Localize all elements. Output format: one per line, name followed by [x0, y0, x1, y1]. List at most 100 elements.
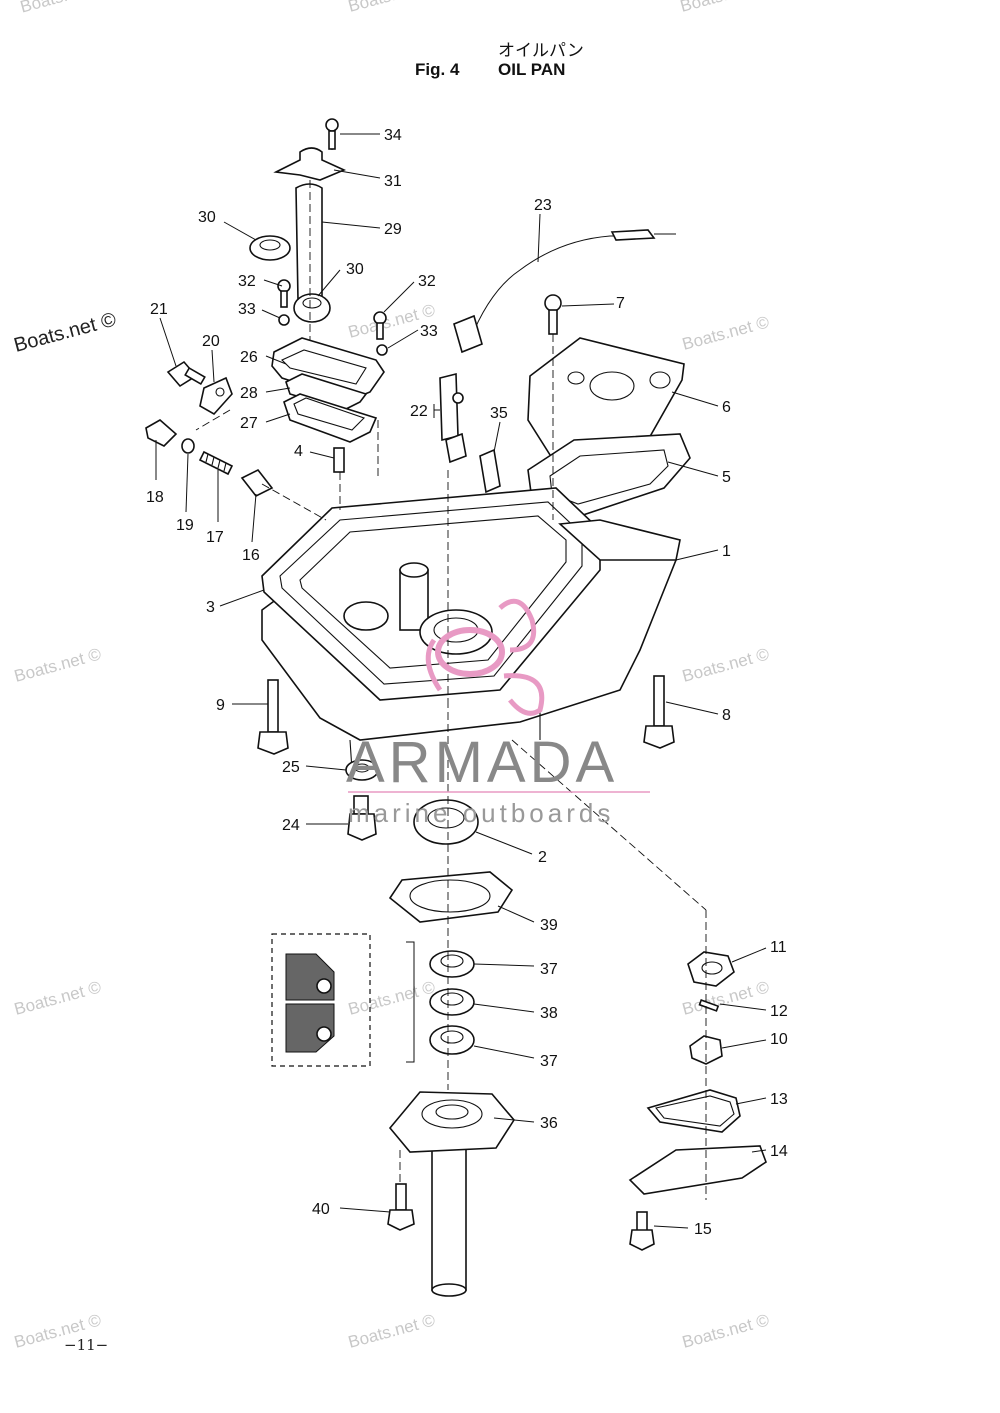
callout-15: 15 — [694, 1221, 712, 1238]
housing-36-tube — [431, 1139, 467, 1291]
oil-pan-pipe — [399, 569, 429, 631]
oil-pan-group — [261, 487, 681, 771]
callout-19: 19 — [176, 517, 194, 534]
plug-18 — [145, 419, 178, 447]
callout-12: 12 — [770, 1003, 788, 1020]
callout-9: 9 — [216, 697, 225, 714]
callout-26: 26 — [240, 349, 258, 366]
callout-35: 35 — [490, 405, 508, 422]
watermark-text: Boats.net © — [12, 644, 103, 686]
gasket-27 — [283, 393, 378, 443]
breather-hose-29 — [295, 183, 323, 304]
watermark-text: Boats.net © — [680, 1310, 771, 1352]
callout-30-lower: 30 — [346, 261, 364, 278]
callout-16: 16 — [242, 547, 260, 564]
armada-logo-text: ARMADA — [346, 730, 618, 795]
washer-33-left — [278, 314, 290, 326]
callout-33-left: 33 — [238, 301, 256, 318]
bolt-40-head — [387, 1209, 415, 1231]
oil-seal-37-lower — [429, 1025, 475, 1055]
clip-35 — [479, 448, 501, 494]
assembly-centerlines — [195, 180, 707, 1200]
callout-32-right: 32 — [418, 273, 436, 290]
leader-lines — [155, 133, 767, 1229]
callout-11: 11 — [770, 939, 787, 956]
callout-28: 28 — [240, 385, 258, 402]
callout-5: 5 — [722, 469, 731, 486]
gasket-39 — [388, 871, 514, 923]
watermark-text: Boats.net © — [680, 312, 771, 354]
pin-4 — [333, 447, 345, 473]
pump-rotor-11 — [687, 951, 735, 987]
drain-plug-24 — [347, 813, 377, 841]
armada-logo-mark — [435, 627, 505, 677]
callout-20: 20 — [202, 333, 220, 350]
page-number: −11− — [64, 1336, 109, 1354]
grommet-30-upper — [249, 235, 291, 261]
bolt-8-head — [643, 725, 675, 749]
callout-8: 8 — [722, 707, 731, 724]
callout-25: 25 — [282, 759, 300, 776]
watermark-text: Boats.net © — [18, 0, 109, 17]
oil-pan-boss — [343, 601, 389, 631]
armada-logo: ARMADA marine outboards — [346, 598, 650, 828]
oil-sensor — [445, 432, 467, 464]
pump-cover-14 — [628, 1145, 767, 1195]
callout-21: 21 — [150, 301, 168, 318]
pin-12 — [698, 999, 720, 1012]
callout-31: 31 — [384, 173, 402, 190]
bolt-15-shank — [636, 1211, 648, 1233]
valve-16 — [240, 468, 274, 498]
callout-1: 1 — [722, 543, 731, 560]
detail-inset-box — [271, 933, 371, 1067]
ring-38 — [429, 988, 475, 1016]
screw-34-shank — [328, 130, 336, 150]
bolt-40-shank — [395, 1183, 407, 1211]
watermark-text: Boats.net © — [680, 977, 771, 1019]
o-ring-19 — [181, 438, 195, 454]
callout-32-left: 32 — [238, 273, 256, 290]
callout-37-lower: 37 — [540, 1053, 558, 1070]
plate-28 — [285, 373, 368, 411]
callout-29: 29 — [384, 221, 402, 238]
cover-plate-group — [527, 294, 691, 519]
callout-34: 34 — [384, 127, 402, 144]
callout-17: 17 — [206, 529, 224, 546]
figure-title: OIL PAN — [498, 60, 566, 79]
figure-label: Fig. 4 — [415, 60, 460, 79]
callout-36: 36 — [540, 1115, 558, 1132]
o-ring-13 — [646, 1089, 741, 1133]
breather-hose-group — [249, 118, 388, 356]
cover-plate-6 — [527, 337, 685, 459]
callout-24: 24 — [282, 817, 300, 834]
spring-17 — [198, 450, 234, 476]
bolt-7-head — [544, 294, 562, 312]
breather-cover-group — [271, 337, 385, 443]
watermark-text: Boats.net © — [678, 0, 769, 16]
watermark-text-dark: Boats.net © — [12, 308, 119, 356]
callout-38: 38 — [540, 1005, 558, 1022]
callout-3: 3 — [206, 599, 215, 616]
armada-logo-tagline: marine outboards — [348, 798, 614, 828]
callout-27: 27 — [240, 415, 258, 432]
bolt-9-shank — [267, 679, 279, 733]
seal-2 — [413, 799, 479, 845]
bolt-7-shank — [548, 309, 558, 335]
callout-23: 23 — [534, 197, 552, 214]
watermark-text: Boats.net © — [346, 977, 437, 1019]
housing-36 — [388, 1091, 515, 1153]
watermark-text: Boats.net © — [346, 0, 437, 16]
watermark-text: Boats.net © — [346, 1310, 437, 1352]
sensor-bracket-22 — [439, 372, 459, 442]
callout-30-upper: 30 — [198, 209, 216, 226]
sensor-group — [439, 229, 676, 494]
cable-boot — [453, 314, 483, 354]
bolt-15-head — [629, 1229, 655, 1251]
washer-33-right — [376, 344, 388, 356]
callout-22: 22 — [410, 403, 428, 420]
callout-14: 14 — [770, 1143, 788, 1160]
callout-13: 13 — [770, 1091, 788, 1108]
callout-7: 7 — [616, 295, 625, 312]
watermarks: Boats.net © — [18, 0, 109, 17]
callout-18: 18 — [146, 489, 164, 506]
